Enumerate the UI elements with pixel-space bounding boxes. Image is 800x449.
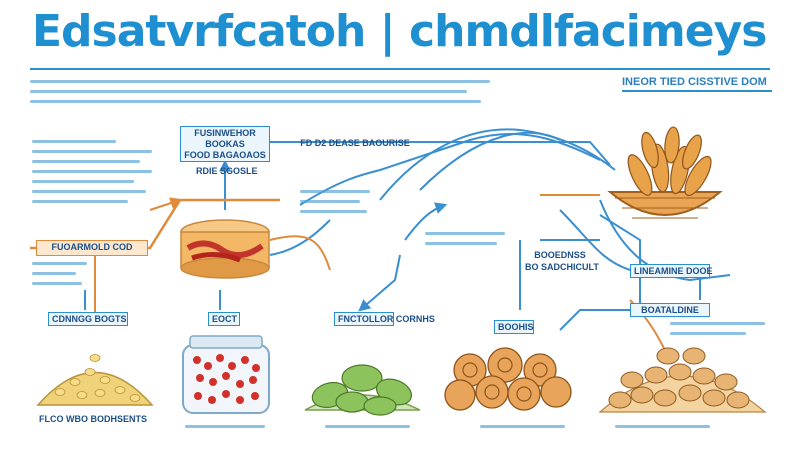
center-notes	[425, 232, 505, 252]
page-subtitle: INEOR TIED CISSTIVE DOM	[622, 76, 767, 88]
item-3-caption-lines	[325, 425, 410, 435]
node-label-left-bar: FUOARMOLD COD	[36, 240, 148, 256]
node-label-right-mid-2: BO SADCHICULT	[525, 262, 599, 272]
basket-illustration	[607, 126, 723, 219]
right-notes	[670, 322, 765, 342]
node-label-top-box: FUSINWEHOR BOOKAS FOOD BAGAOAOS	[180, 126, 270, 162]
nut-pile-illustration	[598, 347, 767, 413]
left-notes-top	[32, 140, 152, 210]
item-4-label: BOOHIS	[494, 320, 534, 334]
item-1-caption: FLCO WBO BODHSENTS	[39, 414, 147, 424]
item-5-caption-lines	[615, 425, 710, 435]
left-notes-bottom	[32, 262, 87, 292]
item-2-label: EOCT	[208, 312, 240, 326]
mid-notes	[300, 190, 370, 220]
item-2-caption-lines	[185, 425, 265, 435]
page-title: Edsatvrfcatoh | chmdlfacimeys	[32, 6, 767, 57]
node-label-right-box-1: LINEAMINE DOOE	[630, 264, 713, 278]
pastry-pile-illustration	[444, 347, 572, 411]
bean-jar-illustration	[182, 335, 270, 414]
node-label-right-mid-1: BOOEDNSS	[534, 250, 586, 260]
node-label-right-box-2: BOATALDINE	[630, 303, 710, 317]
food-container-illustration	[180, 219, 270, 279]
item-1-label: CDNNGG BOGTS	[48, 312, 128, 326]
subtitle-underline	[622, 90, 772, 92]
title-underline	[30, 68, 770, 70]
green-vegetables-illustration	[304, 364, 421, 416]
item-3-label: FNCTOLLOR CORNHS	[334, 312, 435, 326]
header-description	[30, 80, 490, 110]
item-4-caption-lines	[480, 425, 565, 435]
node-label-small-top: RDIE SGOSLE	[196, 166, 258, 176]
connector-lines	[30, 128, 731, 361]
node-label-mid-top: FD D2 DEASE BAOURISE	[300, 138, 410, 148]
grain-pile-illustration	[36, 354, 154, 406]
